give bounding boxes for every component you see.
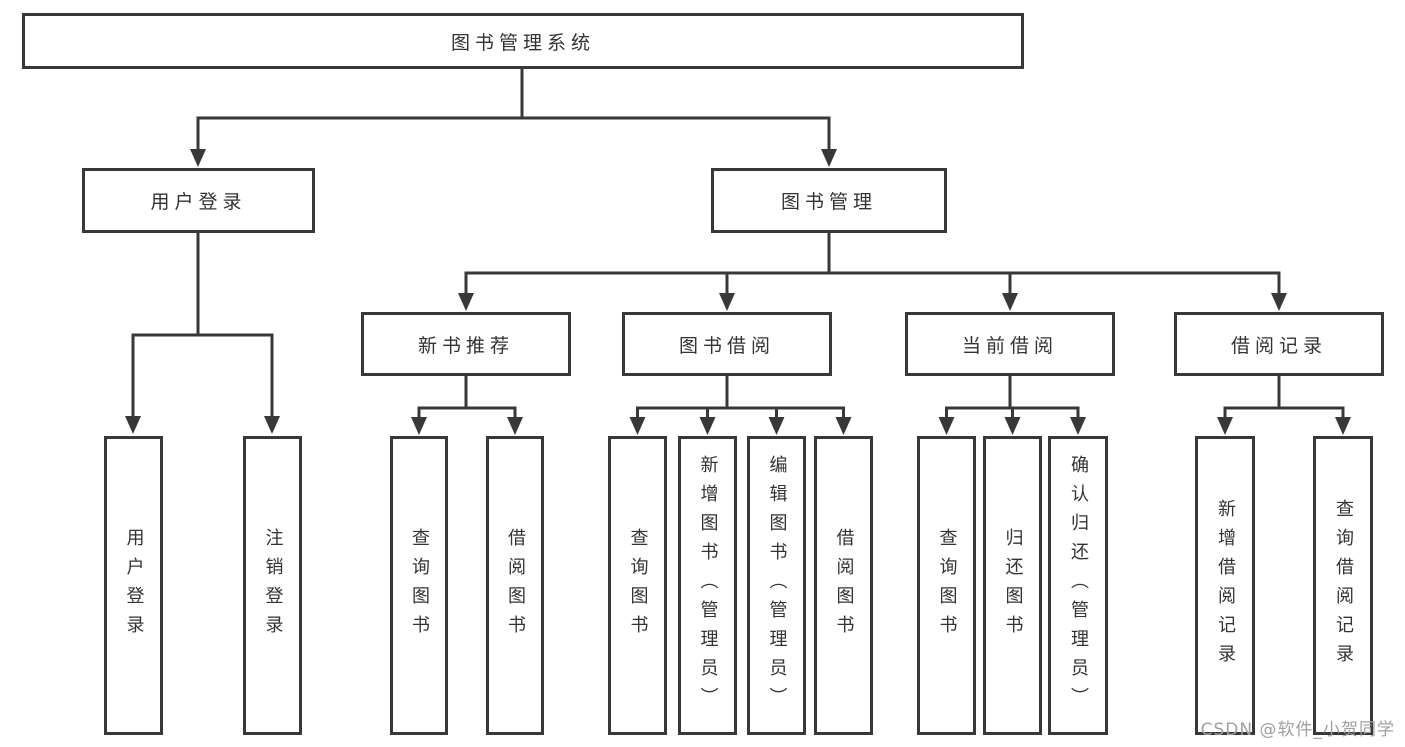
node-label: 新书推荐	[417, 334, 514, 357]
node-label: 查询图书	[936, 527, 958, 644]
node-label: 注销登录	[262, 527, 284, 644]
node-label: 图书管理系统	[450, 31, 595, 54]
node-label: 新增图书（管理员）	[697, 455, 719, 716]
leaf-borrow-books-borrowing: 借阅图书	[814, 436, 873, 735]
node-user-login: 用户登录	[82, 168, 315, 233]
node-label: 用户登录	[123, 527, 145, 644]
watermark: CSDN @软件_小贺同学	[1200, 720, 1395, 740]
node-label: 归还图书	[1002, 527, 1024, 644]
node-current-borrowing: 当前借阅	[905, 312, 1115, 376]
node-book-borrowing: 图书借阅	[622, 312, 832, 376]
node-label: 借阅图书	[833, 527, 855, 644]
leaf-query-books-borrowing: 查询图书	[608, 436, 667, 735]
leaf-query-borrow-record: 查询借阅记录	[1313, 436, 1373, 735]
leaf-user-login: 用户登录	[104, 436, 163, 735]
leaf-add-borrow-record: 新增借阅记录	[1195, 436, 1255, 735]
node-label: 编辑图书（管理员）	[766, 455, 788, 716]
leaf-borrow-books-recommend: 借阅图书	[486, 436, 544, 735]
node-borrowing-records: 借阅记录	[1174, 312, 1384, 376]
node-label: 查询图书	[409, 527, 430, 644]
leaf-add-book-admin: 新增图书（管理员）	[678, 436, 737, 735]
node-label: 查询借阅记录	[1333, 498, 1354, 673]
leaf-edit-book-admin: 编辑图书（管理员）	[747, 436, 806, 735]
node-label: 新增借阅记录	[1215, 498, 1236, 673]
node-label: 图书管理	[780, 191, 877, 213]
leaf-return-books: 归还图书	[983, 436, 1042, 735]
node-label: 当前借阅	[961, 334, 1058, 357]
node-label: 查询图书	[627, 527, 649, 644]
node-book-management: 图书管理	[711, 168, 947, 233]
leaf-query-books-current: 查询图书	[917, 436, 976, 735]
node-label: 图书借阅	[678, 334, 775, 357]
node-root-system: 图书管理系统	[22, 13, 1024, 69]
node-label: 借阅记录	[1230, 334, 1327, 357]
leaf-confirm-return-admin: 确认归还（管理员）	[1048, 436, 1108, 735]
leaf-query-books-recommend: 查询图书	[390, 436, 448, 735]
node-label: 确认归还（管理员）	[1068, 455, 1089, 716]
node-label: 用户登录	[150, 191, 247, 213]
node-new-book-recommend: 新书推荐	[361, 312, 571, 376]
node-label: 借阅图书	[505, 527, 526, 644]
leaf-logout: 注销登录	[243, 436, 302, 735]
